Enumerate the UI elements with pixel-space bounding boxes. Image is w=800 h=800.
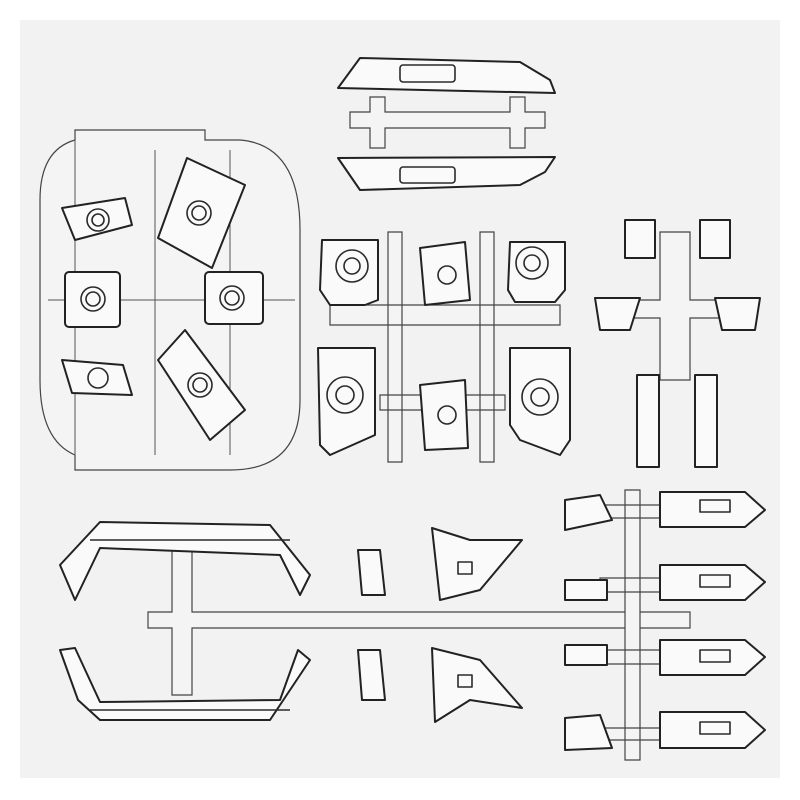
- dial-part-6: [509, 347, 571, 456]
- latch-part-2: [659, 564, 766, 601]
- part-plate-top-right: [157, 157, 246, 269]
- latch-part-1: [659, 491, 766, 528]
- handle-part-bottom: [59, 647, 311, 721]
- frame-sprue-left: [39, 129, 301, 471]
- wing-part-bottom: [431, 647, 523, 723]
- latch-sprue-right: [564, 489, 766, 761]
- handle-part-top: [59, 521, 311, 601]
- dial-part-4: [317, 347, 376, 456]
- trim-sprue-top: [337, 57, 556, 191]
- part-socket-mid-left: [64, 271, 121, 328]
- dial-part-5: [419, 379, 469, 451]
- clip-sprue-right: [594, 219, 761, 468]
- latch-part-3: [659, 639, 766, 676]
- handle-sprue-bottom: [59, 521, 691, 723]
- dial-part-1: [319, 239, 379, 306]
- knob-part-bottom: [357, 649, 386, 701]
- part-plate-bottom-right: [157, 329, 246, 441]
- dial-part-3: [507, 241, 566, 303]
- part-socket-top-left: [61, 197, 133, 241]
- part-socket-bottom-left: [61, 359, 133, 396]
- latch-part-4: [659, 711, 766, 749]
- dial-sprue-center: [317, 231, 571, 463]
- part-socket-mid-right: [204, 271, 264, 325]
- dial-part-2: [419, 241, 471, 306]
- wing-part-top: [431, 527, 523, 601]
- knob-part-top: [357, 549, 386, 596]
